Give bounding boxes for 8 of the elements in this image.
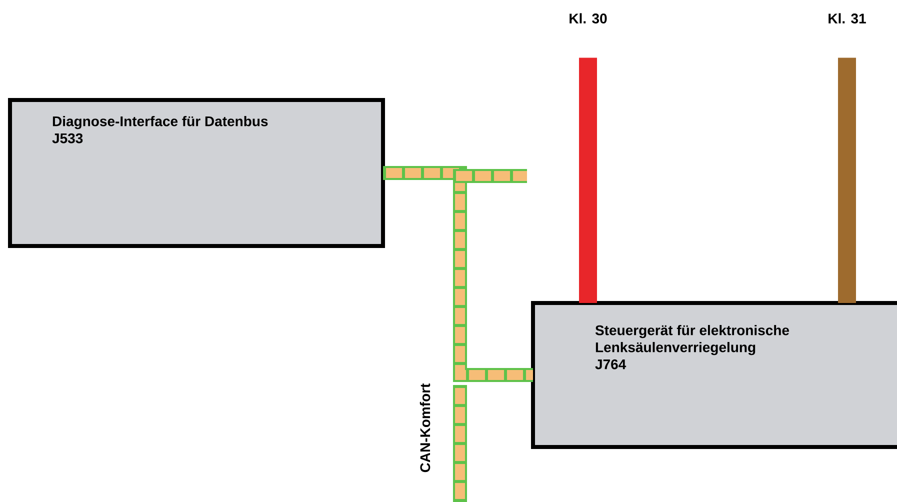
- wire: [838, 58, 856, 303]
- control-unit-box: Steuergerät für elektronische Lenksäulenverriegelung J764: [531, 300, 897, 449]
- bus-line: [383, 166, 533, 382]
- wire: [579, 58, 597, 303]
- terminal-label: Kl. 31: [828, 13, 866, 24]
- terminal-label: Kl. 30: [570, 13, 607, 24]
- control-unit-box: Diagnose-Interface für Datenbus J533: [8, 98, 385, 248]
- edge-label: CAN-Komfort: [420, 383, 430, 472]
